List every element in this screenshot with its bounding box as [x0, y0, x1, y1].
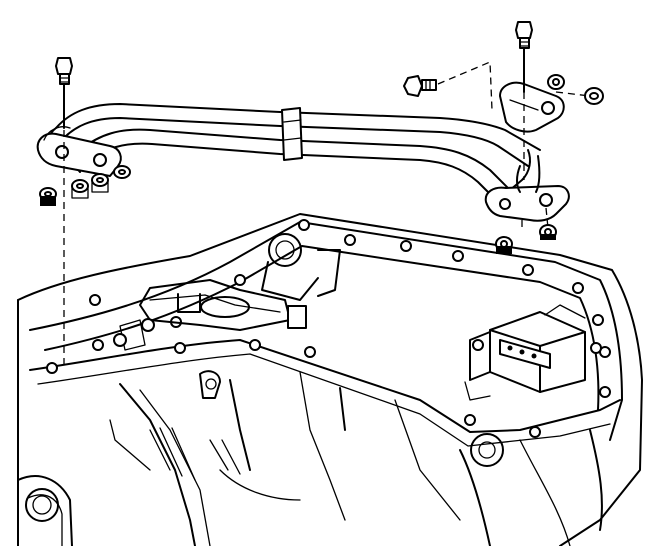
line-clip	[281, 107, 303, 161]
right-flange-lower	[484, 155, 570, 222]
right-bolt	[515, 21, 533, 93]
left-bolt	[55, 57, 73, 129]
right-flange-upper	[499, 81, 565, 133]
horizontal-bolt	[403, 75, 437, 97]
seal-rings	[39, 74, 604, 254]
transmission-case	[17, 213, 643, 546]
left-flange	[36, 126, 122, 177]
